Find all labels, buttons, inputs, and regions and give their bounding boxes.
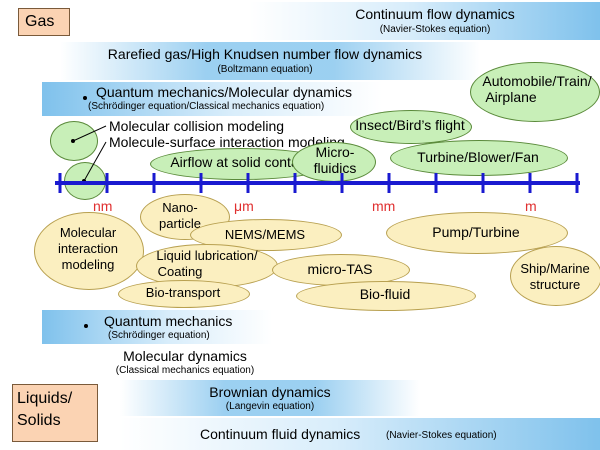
- ship-label-2: structure: [529, 277, 581, 292]
- microfluidics-ellipse: [292, 142, 376, 182]
- ship-label-1: Ship/Marine: [520, 261, 590, 276]
- brownian-sub: (Langevin equation): [225, 401, 315, 412]
- molecular-collision-label: Molecular collision modeling: [109, 118, 285, 134]
- pump-ellipse: [386, 212, 568, 254]
- liquids-label: Liquids/: [17, 390, 73, 407]
- brownian-title: Brownian dynamics: [209, 384, 331, 400]
- molecular-sub: (Classical mechanics equation): [115, 365, 255, 376]
- turbine-ellipse: [390, 140, 568, 176]
- molecule-surface-label: Molecule-surface interaction modeling: [109, 134, 345, 150]
- turbine-label: Turbine/Blower/Fan: [417, 149, 539, 165]
- bio-transport-ellipse: [118, 280, 250, 308]
- band-quantum: [42, 310, 272, 344]
- continuum-flow-title: Continuum flow dynamics: [355, 6, 515, 22]
- quantum-sub: (Schrödinger equation): [108, 330, 210, 341]
- rarefied-gas-title: Rarefied gas/High Knudsen number flow dy…: [107, 46, 423, 62]
- nanoparticle-label-1: Nano-: [162, 200, 198, 215]
- airflow-label: Airflow at solid contact: [170, 154, 310, 170]
- band-rarefied-gas: [60, 42, 480, 80]
- gas-category-label: Gas: [25, 13, 55, 30]
- band-brownian: [120, 380, 420, 416]
- molecular-interaction-label-1: Molecular: [59, 225, 117, 240]
- nanoparticle-label-2: particle: [159, 216, 201, 231]
- rarefied-gas-sub: (Boltzmann equation): [217, 64, 313, 75]
- nems-label: NEMS/MEMS: [224, 227, 306, 242]
- solids-label: Solids: [17, 412, 61, 429]
- automobile-ellipse: [470, 62, 600, 122]
- microfluidics-label-1: Micro-: [315, 144, 355, 160]
- liquids-solids-category-box: Liquids/ Solids: [12, 384, 98, 442]
- liquid-lubrication-label-1: Liquid lubrication/: [156, 248, 258, 263]
- molecular-interaction-label-3: modeling: [61, 257, 115, 272]
- ship-ellipse: [510, 246, 600, 306]
- molecular-title: Molecular dynamics: [123, 348, 247, 364]
- liquid-lubrication-label-2: Coating: [157, 264, 203, 279]
- continuum-fluid-title: Continuum fluid dynamics: [200, 426, 361, 442]
- pump-label: Pump/Turbine: [432, 224, 520, 240]
- micro-tas-label: micro-TAS: [307, 261, 373, 277]
- band-continuum-fluid: [120, 418, 600, 450]
- bullet-dot: [83, 96, 87, 100]
- molecular-interaction-ellipse: [34, 212, 144, 290]
- quantum-bullet-dot: [84, 324, 88, 328]
- quantum-molecular-sub: (Schrödinger equation/Classical mechanic…: [88, 101, 325, 112]
- unit-m: m: [525, 198, 537, 214]
- automobile-label-1: Automobile/Train/: [482, 73, 592, 89]
- unit-mm: mm: [372, 198, 396, 214]
- quantum-title: Quantum mechanics: [104, 313, 233, 329]
- continuum-flow-sub: (Navier-Stokes equation): [379, 24, 491, 35]
- unit-um: μm: [234, 198, 254, 214]
- bio-fluid-ellipse: [296, 281, 476, 311]
- continuum-fluid-sub: (Navier-Stokes equation): [386, 430, 497, 441]
- band-continuum-flow: [250, 2, 600, 40]
- molecular-interaction-label-2: interaction: [58, 241, 118, 256]
- bio-transport-label: Bio-transport: [145, 285, 221, 300]
- microfluidics-label-2: fluidics: [313, 160, 357, 176]
- gas-category-box: Gas: [18, 8, 70, 36]
- band-quantum-molecular: [42, 82, 382, 116]
- unit-nm: nm: [93, 198, 113, 214]
- insect-label: Insect/Bird’s flight: [355, 117, 465, 133]
- insect-ellipse: [350, 110, 472, 144]
- automobile-label-2: Airplane: [485, 89, 537, 105]
- bio-fluid-label: Bio-fluid: [359, 286, 411, 302]
- quantum-molecular-title: Quantum mechanics/Molecular dynamics: [96, 84, 352, 100]
